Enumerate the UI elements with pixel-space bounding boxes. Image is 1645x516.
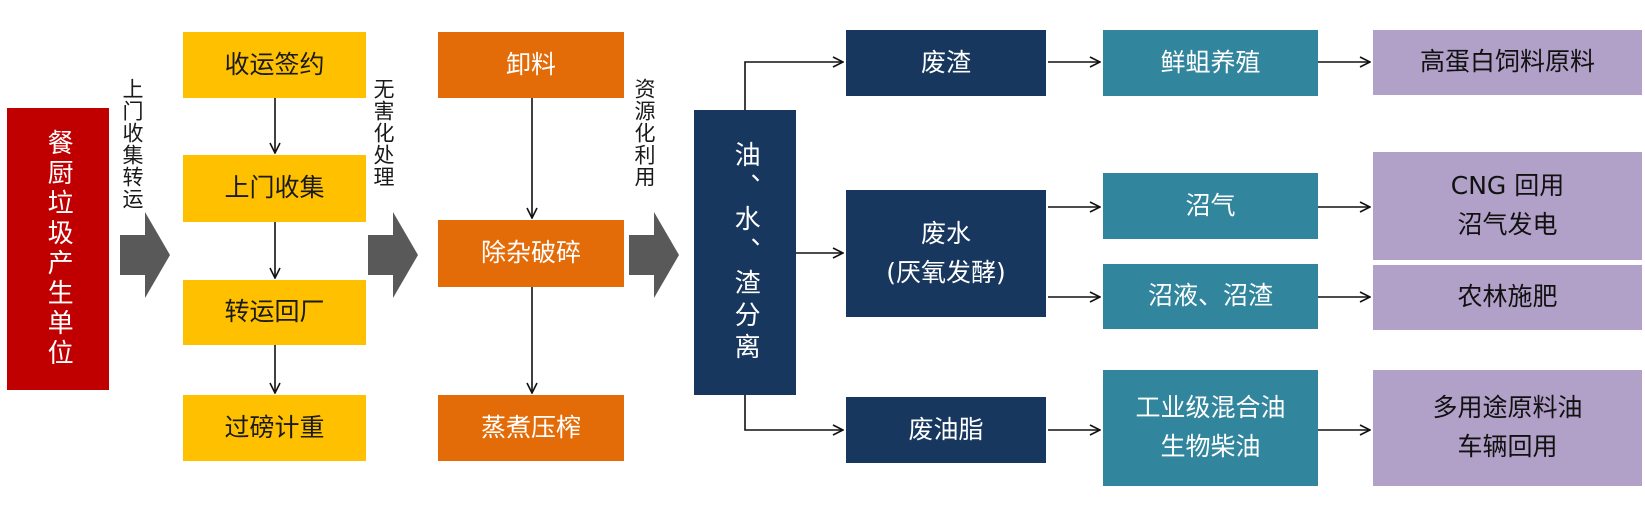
step-label-collect: 上门收集转运 [120, 78, 144, 210]
source-box: 餐厨垃圾产生单位 [7, 108, 109, 390]
use-multi-line: 车辆回用 [1457, 432, 1558, 461]
use-multi-line: 多用途原料油 [1432, 393, 1583, 423]
category-residue: 废渣 [846, 30, 1046, 96]
category-grease: 废油脂 [846, 397, 1046, 463]
category-water-line: 废水 [920, 218, 971, 248]
big-arrow-3 [629, 212, 679, 298]
product-oil: 工业级混合油 生物柴油 [1103, 370, 1318, 486]
collection-step: 过磅计重 [183, 395, 366, 461]
use-cng-line: 沼气发电 [1457, 210, 1558, 239]
collection-step: 收运签约 [183, 32, 366, 98]
use-multi: 多用途原料油 车辆回用 [1373, 370, 1642, 486]
treatment-step: 卸料 [438, 32, 624, 98]
use-cng: CNG 回用 沼气发电 [1373, 152, 1642, 260]
use-cng-line: CNG 回用 [1450, 171, 1565, 201]
treatment-step: 蒸煮压榨 [438, 395, 624, 461]
big-arrow-2 [368, 212, 418, 298]
product-biogas: 沼气 [1103, 173, 1318, 239]
use-fertilizer: 农林施肥 [1373, 265, 1642, 330]
big-arrow-1 [120, 212, 170, 298]
collection-step: 上门收集 [183, 155, 366, 222]
category-water: 废水 (厌氧发酵) [846, 190, 1046, 317]
product-oil-line: 生物柴油 [1160, 432, 1261, 461]
step-label-harmless: 无害化处理 [371, 78, 395, 188]
product-maggot: 鲜蛆养殖 [1103, 30, 1318, 96]
step-label-resource: 资源化利用 [632, 78, 656, 188]
treatment-step: 除杂破碎 [438, 220, 624, 287]
product-oil-line: 工业级混合油 [1135, 393, 1286, 423]
category-water-line: (厌氧发酵) [886, 257, 1006, 287]
use-feed: 高蛋白饲料原料 [1373, 30, 1642, 95]
separation-box: 油、水、渣分离 [694, 110, 796, 395]
collection-step: 转运回厂 [183, 280, 366, 345]
product-slurry: 沼液、沼渣 [1103, 264, 1318, 329]
